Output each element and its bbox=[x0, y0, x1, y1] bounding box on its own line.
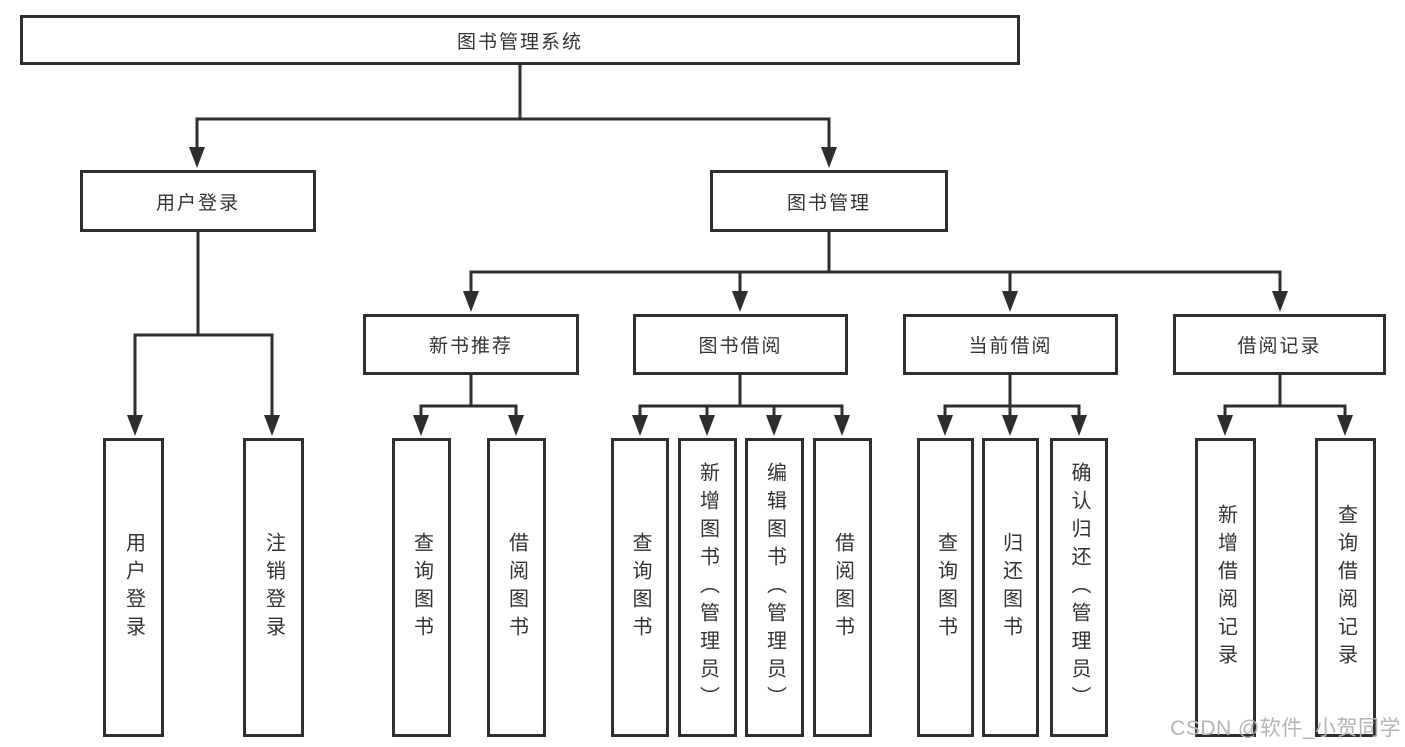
leaf-borrow-books-recommend: 借阅图书 bbox=[487, 438, 546, 737]
node-label: 借阅记录 bbox=[1237, 336, 1322, 357]
node-book-management: 图书管理 bbox=[710, 170, 948, 232]
leaf-query-books-recommend: 查询图书 bbox=[392, 438, 451, 737]
leaf-label: 用户登录 bbox=[122, 531, 145, 644]
leaf-label: 确认归还（管理员） bbox=[1068, 461, 1090, 714]
leaf-label: 借阅图书 bbox=[831, 531, 854, 644]
node-borrowing-records: 借阅记录 bbox=[1173, 314, 1386, 375]
leaf-label: 注销登录 bbox=[262, 531, 285, 644]
node-user-login: 用户登录 bbox=[80, 170, 316, 232]
leaf-confirm-return-admin: 确认归还（管理员） bbox=[1050, 438, 1108, 737]
node-new-book-recommendation: 新书推荐 bbox=[363, 314, 579, 375]
node-label: 图书管理系统 bbox=[456, 31, 583, 53]
leaf-return-books: 归还图书 bbox=[982, 438, 1039, 737]
node-label: 用户登录 bbox=[155, 192, 240, 214]
node-library-management-system: 图书管理系统 bbox=[20, 15, 1020, 65]
leaf-query-borrow-record: 查询借阅记录 bbox=[1315, 438, 1376, 737]
leaf-label: 新增借阅记录 bbox=[1214, 503, 1237, 672]
leaf-edit-books-admin: 编辑图书（管理员） bbox=[745, 438, 804, 737]
leaf-borrow-books: 借阅图书 bbox=[813, 438, 872, 737]
leaf-label: 新增图书（管理员） bbox=[696, 461, 719, 714]
leaf-label: 借阅图书 bbox=[505, 531, 528, 644]
leaf-label: 查询图书 bbox=[934, 531, 957, 644]
leaf-label: 查询图书 bbox=[410, 531, 433, 644]
leaf-logout-login: 注销登录 bbox=[243, 438, 304, 737]
leaf-query-books-current: 查询图书 bbox=[917, 438, 974, 737]
leaf-query-books-borrow: 查询图书 bbox=[611, 438, 669, 737]
node-label: 新书推荐 bbox=[428, 336, 513, 357]
watermark-csdn: CSDN @软件_小贺同学 bbox=[1170, 717, 1401, 740]
node-label: 图书借阅 bbox=[698, 336, 783, 357]
leaf-label: 查询借阅记录 bbox=[1334, 503, 1357, 672]
node-current-borrowing: 当前借阅 bbox=[903, 314, 1118, 375]
leaf-label: 查询图书 bbox=[629, 531, 651, 644]
leaf-add-borrow-record: 新增借阅记录 bbox=[1195, 438, 1256, 737]
arrowheads bbox=[127, 147, 1353, 436]
leaf-user-login: 用户登录 bbox=[103, 438, 164, 737]
node-book-borrowing: 图书借阅 bbox=[633, 314, 848, 375]
node-label: 当前借阅 bbox=[968, 336, 1053, 357]
leaf-label: 归还图书 bbox=[999, 531, 1022, 644]
leaf-label: 编辑图书（管理员） bbox=[763, 461, 786, 714]
leaf-add-books-admin: 新增图书（管理员） bbox=[678, 438, 737, 737]
node-label: 图书管理 bbox=[786, 192, 871, 214]
